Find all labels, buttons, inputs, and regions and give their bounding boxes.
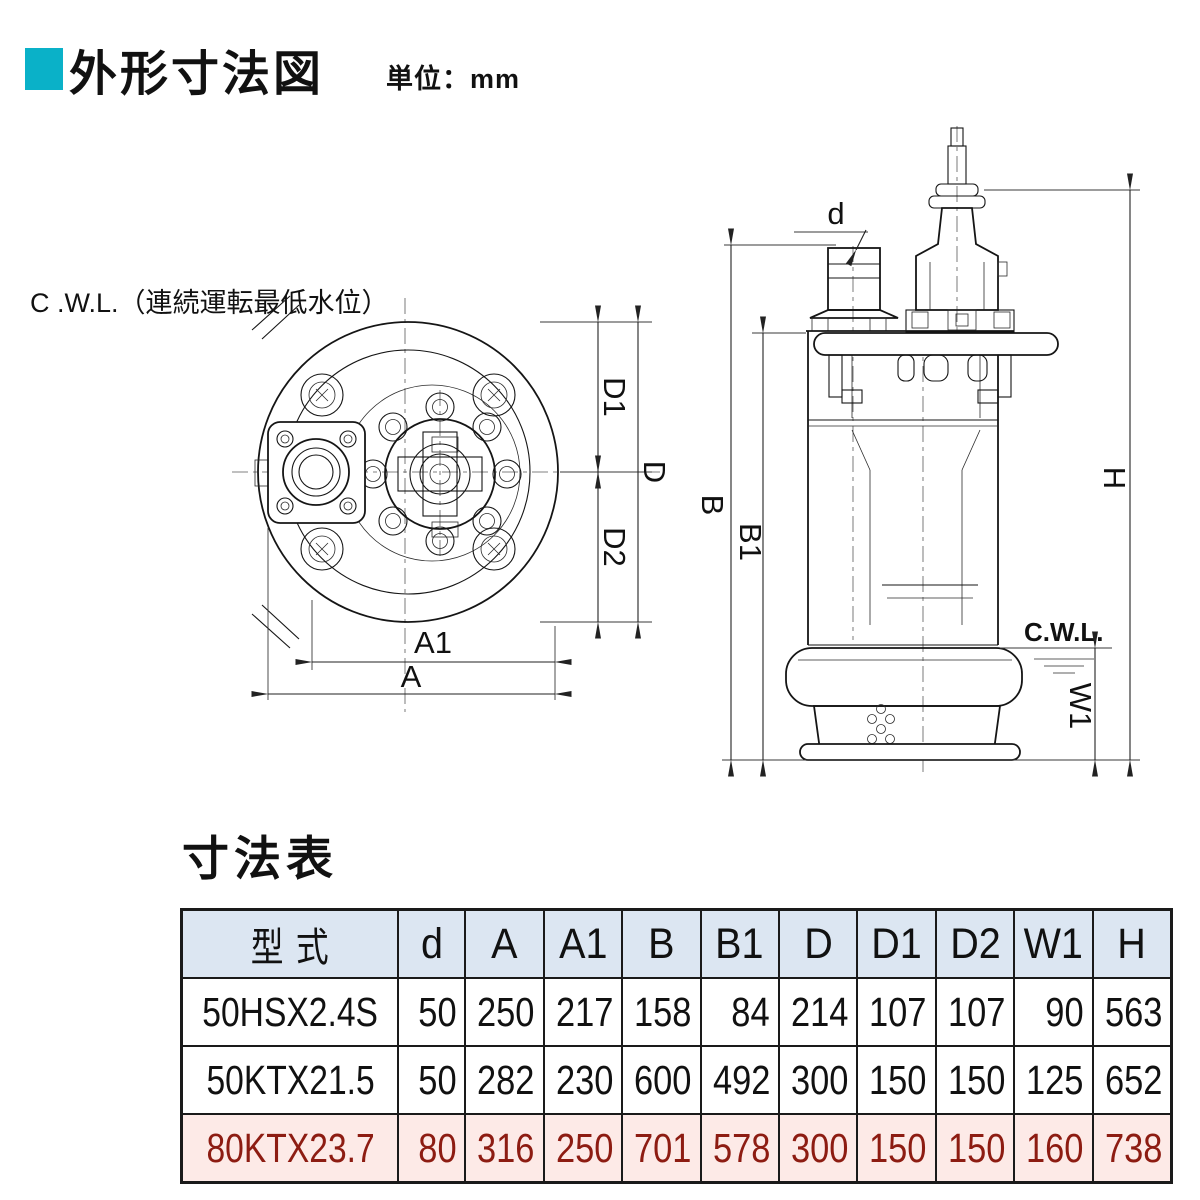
cell-w1: 125: [1013, 1045, 1094, 1115]
cell-a1: 217: [542, 977, 624, 1047]
cell-d: 50: [397, 1045, 467, 1115]
cell-b1: 84: [699, 977, 780, 1047]
col-header-a: A: [464, 908, 545, 979]
hose-coupling: [809, 247, 899, 332]
col-header-d2: D2: [934, 908, 1016, 979]
table-row: 50HSX2.4S 50 250 217 158 84 214 107 107 …: [180, 977, 1173, 1047]
col-header-b1: B1: [699, 908, 780, 979]
carry-handle: [813, 332, 1059, 404]
cell-w1: 160: [1013, 1113, 1094, 1184]
cell-a: 316: [464, 1113, 545, 1184]
dim-label-w1: W1: [1063, 683, 1098, 730]
hub-assembly: [358, 392, 522, 556]
unit-label: 単位：mm: [386, 63, 521, 94]
cell-d: 50: [397, 977, 467, 1047]
cell-d1: 107: [856, 977, 937, 1047]
table-row: 50KTX21.5 50 282 230 600 492 300 150 150…: [180, 1045, 1173, 1115]
pump-body: [806, 330, 1014, 645]
side-view: C.W.L. B B1 H W1 d: [695, 126, 1140, 777]
top-view-dimensions: D1 D D2 A1 A: [251, 305, 672, 700]
cell-h: 738: [1091, 1113, 1173, 1184]
col-header-model: 型 式: [180, 908, 400, 979]
casing-bolts: [300, 373, 516, 571]
cell-d2: 150: [934, 1045, 1016, 1115]
cell-a: 282: [464, 1045, 545, 1115]
cwl-note: C .W.L.（連続運転最低水位）: [30, 288, 389, 318]
cell-d: 80: [397, 1113, 467, 1184]
cell-model: 50KTX21.5: [180, 1045, 400, 1115]
cable-gland: [928, 127, 986, 209]
cell-h: 563: [1091, 977, 1173, 1047]
dim-label-d2: D2: [597, 527, 632, 567]
side-view-dimensions: B B1 H W1 d: [695, 173, 1140, 777]
cell-dd: 300: [777, 1113, 859, 1184]
cell-d2: 107: [934, 977, 1016, 1047]
dim-label-b: B: [695, 495, 730, 516]
dim-label-h: H: [1097, 467, 1132, 489]
cell-b: 158: [621, 977, 702, 1047]
cell-b1: 578: [699, 1113, 780, 1184]
accent-square: [25, 48, 63, 90]
discharge-flange: [254, 421, 366, 524]
volute-strainer: [785, 644, 1023, 761]
cwl-label: C.W.L.: [1024, 617, 1103, 647]
dim-label-hose-d: d: [827, 196, 844, 231]
motor-housing: [905, 207, 1015, 333]
cell-d2: 150: [934, 1113, 1016, 1184]
cell-dd: 214: [777, 977, 859, 1047]
page-title: 外形寸法図: [69, 48, 325, 101]
cell-a: 250: [464, 977, 545, 1047]
cell-d1: 150: [856, 1045, 937, 1115]
dimension-drawing: C .W.L.（連続運転最低水位）: [30, 126, 1140, 777]
col-header-w1: W1: [1013, 908, 1094, 979]
table-header-row: 型 式 d A A1 B B1 D D1 D2 W1 H: [180, 908, 1173, 979]
cell-b1: 492: [699, 1045, 780, 1115]
page-header: 外形寸法図 単位：mm: [25, 34, 520, 104]
cell-dd: 300: [777, 1045, 859, 1115]
dim-label-a: A: [401, 659, 422, 694]
cell-model: 50HSX2.4S: [180, 977, 400, 1047]
col-header-d1: D1: [856, 908, 937, 979]
col-header-b: B: [621, 908, 702, 979]
cell-b: 701: [621, 1113, 702, 1184]
col-header-d: d: [397, 908, 467, 979]
cell-h: 652: [1091, 1045, 1173, 1115]
cell-a1: 230: [542, 1045, 624, 1115]
cell-b: 600: [621, 1045, 702, 1115]
col-header-dd: D: [777, 908, 859, 979]
cell-d1: 150: [856, 1113, 937, 1184]
cwl-mark: C.W.L.: [1000, 617, 1112, 674]
dim-label-b1: B1: [733, 523, 768, 561]
dim-label-a1: A1: [414, 625, 452, 660]
cell-model: 80KTX23.7: [180, 1113, 400, 1184]
dim-label-d1: D1: [597, 377, 632, 417]
table-title: 寸法表: [182, 832, 338, 885]
top-view: C .W.L.（連続運転最低水位）: [30, 288, 672, 712]
dim-label-d: D: [637, 461, 672, 483]
cell-a1: 250: [542, 1113, 624, 1184]
table-row: 80KTX23.7 80 316 250 701 578 300 150 150…: [180, 1113, 1173, 1184]
col-header-a1: A1: [542, 908, 624, 979]
col-header-h: H: [1091, 908, 1173, 979]
cell-w1: 90: [1013, 977, 1094, 1047]
dimension-table: 型 式 d A A1 B B1 D D1 D2 W1 H 50HSX2.4S 5…: [180, 908, 1174, 1184]
